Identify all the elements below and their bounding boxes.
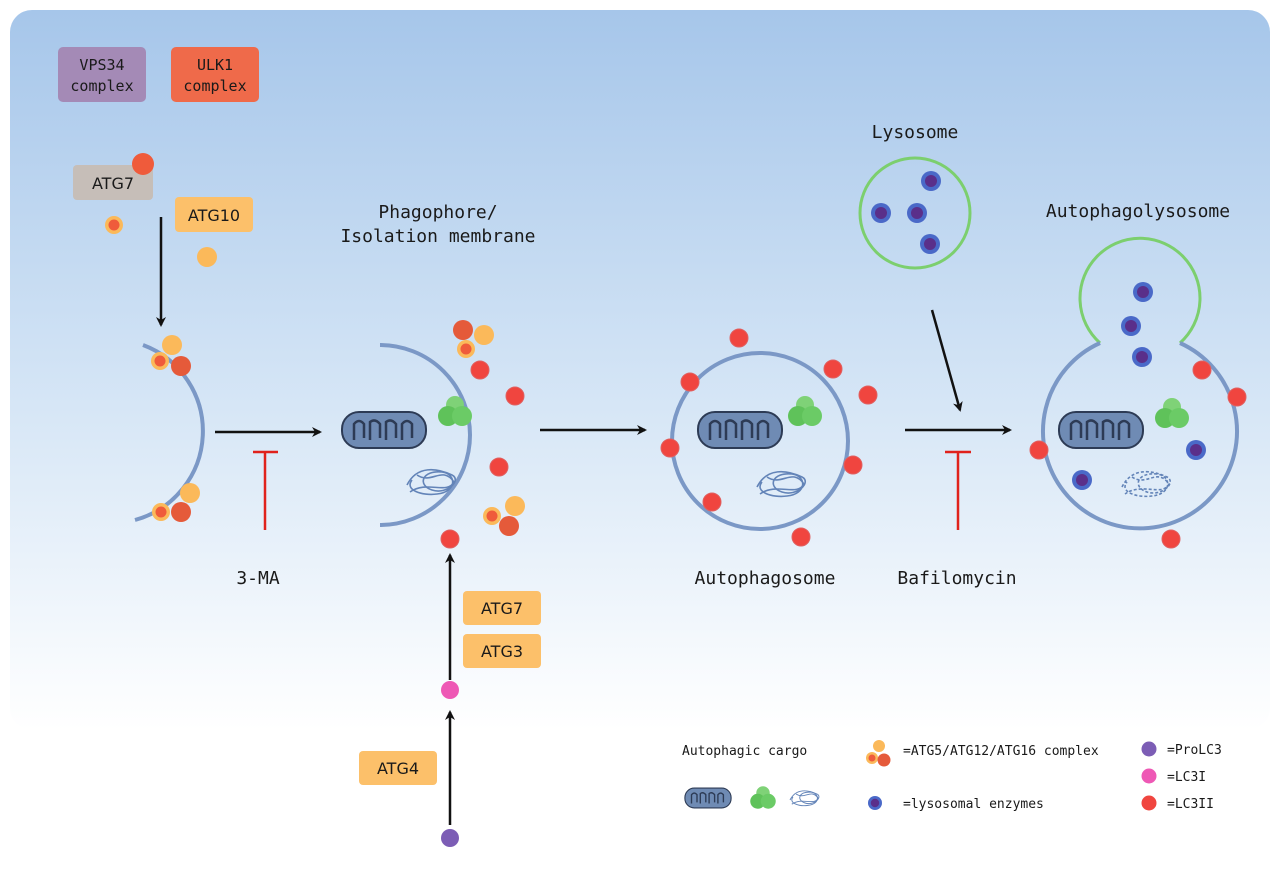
atg12-dot bbox=[132, 153, 154, 175]
legend-prolc3-label: =ProLC3 bbox=[1167, 743, 1222, 758]
lc3i-dot bbox=[441, 681, 459, 699]
svg-text:ATG3: ATG3 bbox=[481, 642, 523, 661]
lc3ii-dot bbox=[505, 386, 525, 406]
ulk1-complex-box: ULK1 complex bbox=[171, 47, 259, 102]
svg-text:ATG7: ATG7 bbox=[481, 599, 523, 618]
lc3ii-dot bbox=[680, 372, 700, 392]
legend-atg-complex-icon bbox=[866, 740, 891, 767]
autophagolysosome-bulb-membrane bbox=[1078, 236, 1202, 345]
legend-enzyme-label: =lysosomal enzymes bbox=[903, 797, 1044, 812]
lc3ii-dot bbox=[660, 438, 680, 458]
svg-text:ATG10: ATG10 bbox=[188, 206, 240, 225]
legend-lc3i-label: =LC3I bbox=[1167, 770, 1206, 785]
legend: Autophagic cargo =ATG5/ATG12/ATG16 compl… bbox=[682, 740, 1222, 812]
legend-mitochondrion-icon bbox=[684, 787, 732, 809]
lc3ii-dot bbox=[729, 328, 749, 348]
lysosomal-enzyme-dot bbox=[1121, 316, 1141, 336]
lc3ii-dot bbox=[823, 359, 843, 379]
atg-complex-cluster bbox=[152, 483, 200, 522]
svg-text:complex: complex bbox=[183, 77, 246, 95]
autophagosome-label: Autophagosome bbox=[695, 568, 836, 589]
lc3ii-dot bbox=[702, 492, 722, 512]
phagophore-label: Phagophore/ bbox=[378, 202, 497, 223]
phagophore-label-2: Isolation membrane bbox=[340, 226, 535, 247]
legend-tangle-icon bbox=[789, 790, 820, 807]
lc3ii-dot bbox=[1227, 387, 1247, 407]
atg3-box: ATG3 bbox=[463, 634, 541, 668]
lc3ii-dot bbox=[470, 360, 490, 380]
lc3ii-dot bbox=[843, 455, 863, 475]
lc3ii-dot bbox=[1029, 440, 1049, 460]
inhibitor-bafilomycin-symbol bbox=[945, 450, 971, 530]
lysosomal-enzyme-dot bbox=[907, 203, 927, 223]
prolc3-dot bbox=[441, 829, 459, 847]
lysosomal-enzyme-dot bbox=[921, 171, 941, 191]
atg-complex-cluster bbox=[151, 335, 191, 376]
atg10-box: ATG10 bbox=[175, 197, 253, 232]
inhibitor-3ma-label: 3-MA bbox=[236, 568, 280, 589]
svg-text:VPS34: VPS34 bbox=[79, 56, 124, 74]
atg-complex-cluster bbox=[453, 320, 494, 358]
atg7-bottom-box: ATG7 bbox=[463, 591, 541, 625]
mitochondrion-icon bbox=[696, 410, 784, 450]
svg-text:ATG7: ATG7 bbox=[92, 174, 134, 193]
vps34-complex-box: VPS34 complex bbox=[58, 47, 146, 102]
mitochondrion-icon bbox=[340, 410, 428, 450]
lc3ii-dot bbox=[1192, 360, 1212, 380]
atg5-atg12-dot bbox=[105, 216, 123, 234]
legend-cargo-label: Autophagic cargo bbox=[682, 744, 807, 759]
inhibitor-bafilomycin-label: Bafilomycin bbox=[897, 568, 1016, 589]
lysosomal-enzyme-dot bbox=[1186, 440, 1206, 460]
svg-text:complex: complex bbox=[70, 77, 133, 95]
legend-lc3i-icon bbox=[1141, 768, 1157, 784]
svg-text:ULK1: ULK1 bbox=[197, 56, 233, 74]
inhibitor-3ma-symbol bbox=[253, 450, 278, 530]
lysosomal-enzyme-dot bbox=[920, 234, 940, 254]
legend-lc3ii-icon bbox=[1141, 795, 1157, 811]
lysosomal-enzyme-dot bbox=[1132, 347, 1152, 367]
arrow-lysosome-fusion bbox=[930, 309, 963, 412]
lc3ii-dot bbox=[858, 385, 878, 405]
mitochondrion-icon bbox=[1057, 410, 1145, 450]
legend-prolc3-icon bbox=[1141, 741, 1157, 757]
lysosomal-enzyme-dot bbox=[871, 203, 891, 223]
legend-aggregate-icon bbox=[750, 786, 776, 809]
lc3ii-dot bbox=[440, 529, 460, 549]
atg4-box: ATG4 bbox=[359, 751, 437, 785]
lc3ii-dot bbox=[791, 527, 811, 547]
legend-atg-complex-label: =ATG5/ATG12/ATG16 complex bbox=[903, 744, 1099, 759]
legend-lc3ii-label: =LC3II bbox=[1167, 797, 1214, 812]
background-panel bbox=[10, 10, 1270, 730]
atg5-dot bbox=[197, 247, 217, 267]
lc3ii-dot bbox=[489, 457, 509, 477]
phagophore-membrane bbox=[379, 343, 472, 527]
lysosomal-enzyme-dot bbox=[1072, 470, 1092, 490]
lysosome-label: Lysosome bbox=[872, 122, 959, 143]
svg-text:ATG4: ATG4 bbox=[377, 759, 419, 778]
lysosome-membrane bbox=[858, 156, 972, 270]
lc3ii-dot bbox=[1161, 529, 1181, 549]
autophagolysosome-label: Autophagolysosome bbox=[1046, 201, 1230, 222]
atg7-top-box: ATG7 bbox=[73, 165, 153, 200]
legend-enzyme-icon bbox=[868, 796, 882, 810]
lysosomal-enzyme-dot bbox=[1133, 282, 1153, 302]
atg-complex-cluster bbox=[483, 496, 525, 536]
